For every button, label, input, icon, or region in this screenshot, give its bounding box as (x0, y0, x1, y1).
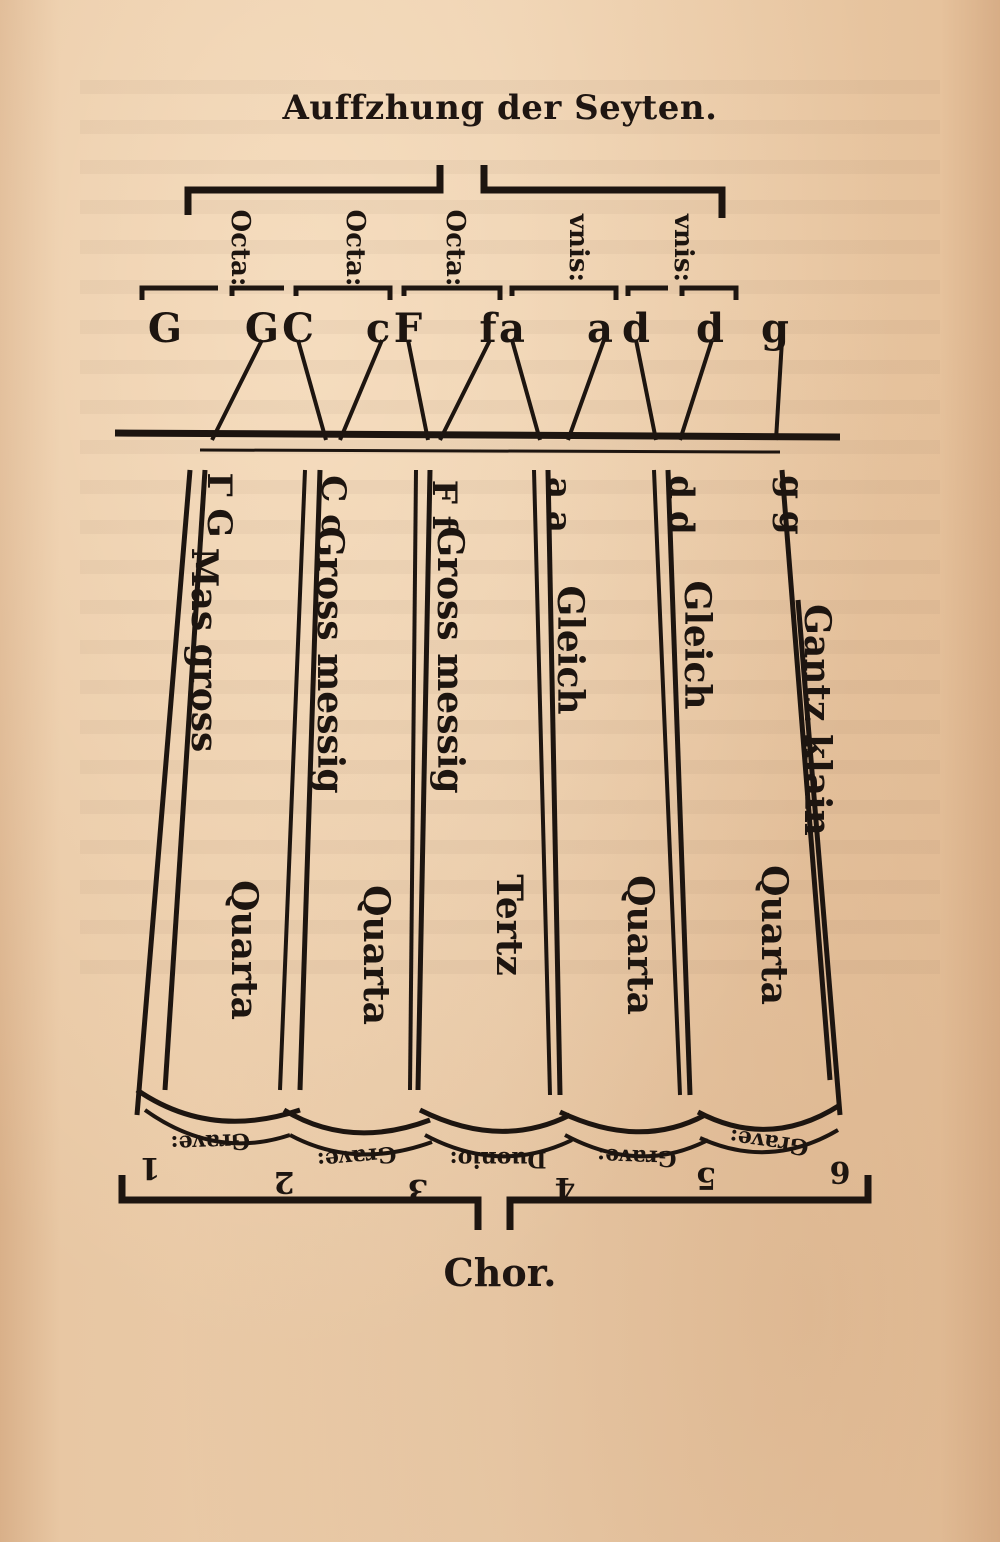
string-name: Gleich (676, 580, 718, 709)
course-number: 2 (274, 1164, 295, 1199)
string-name: Gross messig (309, 526, 351, 793)
lower-interval: Tertz (488, 874, 530, 976)
course-top-letter: c (366, 305, 390, 352)
string-name: Gleich (549, 585, 591, 714)
course-top-letter: G (245, 305, 279, 352)
interval-label: Octa: (340, 210, 370, 287)
lower-interval: Quarta (355, 885, 397, 1025)
course-mid-letter: a a (539, 477, 579, 533)
bridge-label: Grave: (316, 1141, 398, 1174)
interval-label: vnis: (668, 213, 698, 282)
course-number: 1 (140, 1150, 161, 1185)
bridge-label: Grave: (597, 1143, 677, 1172)
course-top-letter: f (479, 305, 499, 352)
interval-label: Octa: (225, 210, 255, 287)
bridge-label: Grave: (170, 1128, 250, 1157)
page-title: Auffzhung der Seyten. (282, 88, 718, 128)
course-top-letter: G (148, 305, 182, 352)
string-name: Mas gross (183, 548, 225, 753)
string-name: Gross messig (429, 526, 471, 793)
course-mid-letter: g g (771, 475, 811, 534)
lower-interval: Quarta (619, 875, 661, 1015)
string-columns (134, 469, 843, 1116)
top-brace (184, 165, 726, 218)
course-number: 5 (696, 1160, 717, 1195)
interval-label: vnis: (563, 213, 593, 282)
course-top-letter: a (587, 305, 613, 352)
chor-label: Chor. (443, 1250, 557, 1295)
interval-top-labels: Octa: Octa: Octa: vnis: vnis: (225, 210, 698, 287)
course-number: 6 (830, 1154, 851, 1189)
course-number: 4 (555, 1170, 576, 1205)
lower-interval: Quarta (753, 865, 795, 1005)
bridge-label: Duonio: (450, 1146, 547, 1172)
bridge-label: Grave: (728, 1124, 810, 1161)
string-names: Mas gross Gross messig Gross messig Gleich G… (183, 526, 838, 835)
lower-interval: Quarta (223, 880, 265, 1020)
show-through-text (80, 80, 940, 980)
string-name: Gantz klain (796, 604, 838, 836)
lower-intervals: Quarta Quarta Tertz Quarta Quarta (223, 865, 795, 1025)
nut-bar (114, 429, 841, 454)
course-brackets (139, 285, 739, 300)
string-converging-lines (210, 339, 784, 441)
bridge-arcs (135, 1087, 842, 1159)
bridge-labels: Grave: Grave: Duonio: Grave: Grave: (170, 1124, 810, 1174)
interval-label: Octa: (440, 210, 470, 287)
course-top-letter: g (761, 305, 789, 352)
bottom-brace (118, 1175, 872, 1230)
